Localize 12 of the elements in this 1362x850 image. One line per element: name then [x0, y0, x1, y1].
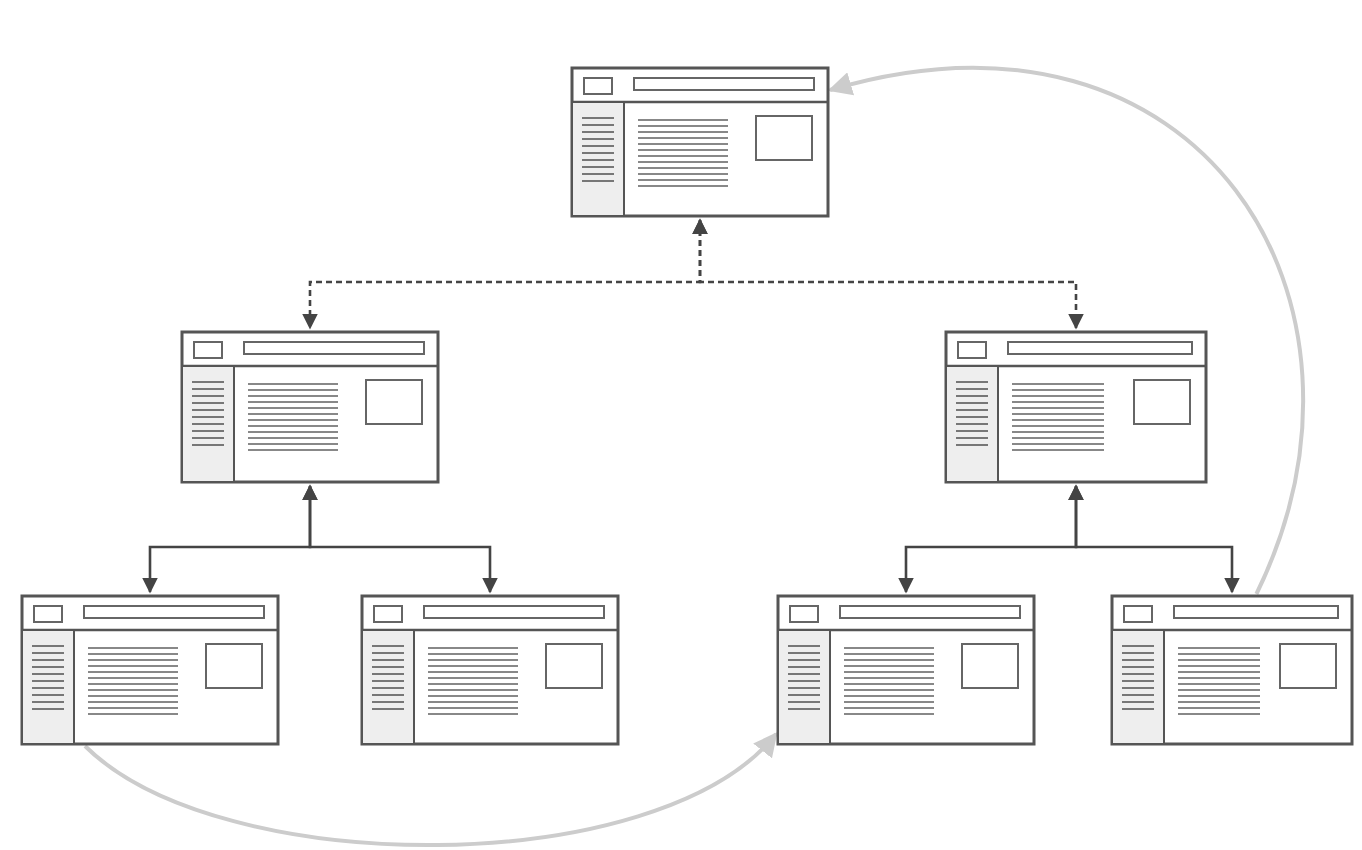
- webpage-wireframe-drawing: [944, 330, 1208, 484]
- arrow: [692, 218, 1084, 330]
- arrow: [1068, 484, 1240, 594]
- webpage-wireframe-drawing: [570, 66, 830, 218]
- arrow: [83, 732, 778, 847]
- webpage-wireframe-drawing: [360, 594, 620, 746]
- arrow: [302, 484, 498, 594]
- arrow: [827, 66, 1305, 595]
- webpage-wireframe-drawing: [776, 594, 1036, 746]
- webpage-wireframe-drawing: [20, 594, 280, 746]
- webpage-wireframe-drawing: [1110, 594, 1354, 746]
- webpage-wireframe-drawing: [180, 330, 440, 484]
